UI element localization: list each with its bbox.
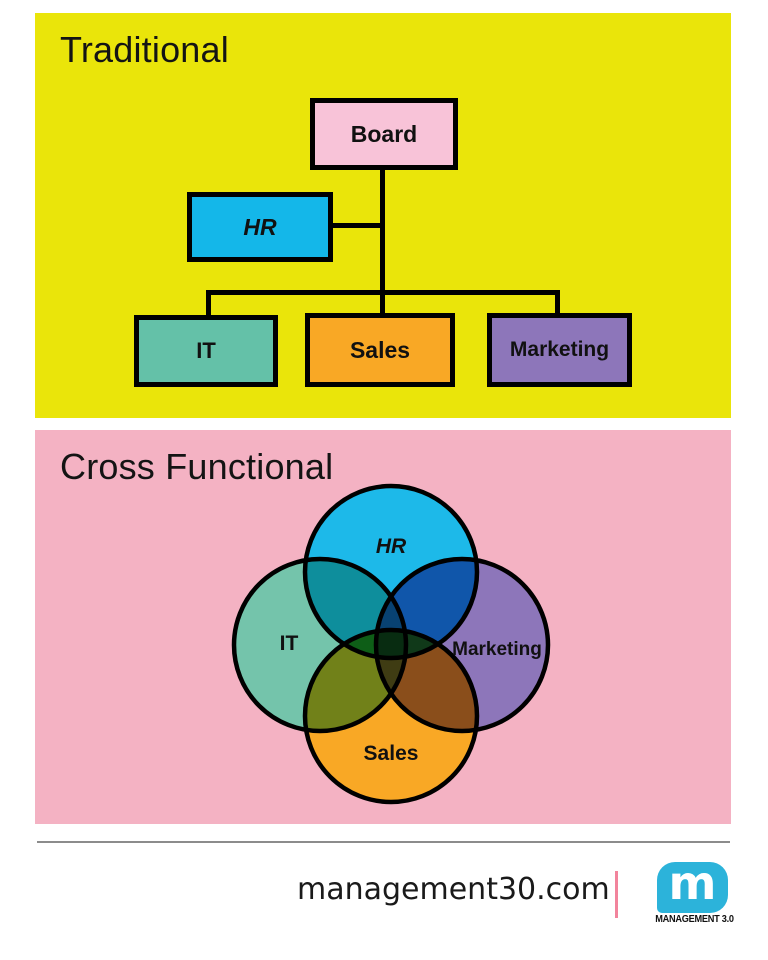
org-node-marketing-label: Marketing xyxy=(509,338,610,361)
venn-label-sales: Sales xyxy=(364,742,419,765)
hr-connector-line xyxy=(331,223,382,228)
org-node-hr: HR xyxy=(187,192,333,262)
org-node-board: Board xyxy=(310,98,458,170)
website-text: management30.com xyxy=(297,872,610,907)
org-node-it-label: IT xyxy=(196,338,216,363)
org-node-sales: Sales xyxy=(305,313,455,387)
org-node-marketing: Marketing xyxy=(487,313,632,387)
venn-circle-sales-fill xyxy=(305,630,477,802)
venn-label-marketing: Marketing xyxy=(452,639,542,660)
it-drop-line xyxy=(206,290,211,320)
logo-wordmark: MANAGEMENT 3.0 xyxy=(655,914,734,925)
traditional-title: Traditional xyxy=(60,29,229,70)
venn-label-it: IT xyxy=(280,632,299,655)
footer-vertical-divider xyxy=(615,871,618,918)
traditional-panel: Traditional Board HR IT Sales Marketing xyxy=(35,13,731,418)
children-bus-line xyxy=(206,290,560,295)
venn-circle-marketing-outline xyxy=(373,556,551,734)
org-node-sales-label: Sales xyxy=(349,336,411,363)
org-node-board-label: Board xyxy=(350,120,418,147)
board-vertical-line xyxy=(380,157,385,313)
venn-circle-it-outline xyxy=(231,556,409,734)
marketing-drop-line xyxy=(555,290,560,320)
footer-divider-rule xyxy=(37,841,730,843)
venn-circle-hr-outline xyxy=(302,483,480,661)
venn-diagram: HR IT Marketing Sales xyxy=(231,483,551,805)
management30-logo-icon: m xyxy=(657,856,728,913)
org-node-hr-label: HR xyxy=(243,213,277,240)
org-node-it: IT xyxy=(134,315,278,387)
cross-functional-title: Cross Functional xyxy=(60,446,334,487)
logo-letter-m: m xyxy=(668,856,717,910)
venn-label-hr: HR xyxy=(376,535,407,558)
cross-functional-panel: Cross Functional HR IT Marketing Sales xyxy=(35,430,731,824)
venn-circle-sales-outline xyxy=(302,627,480,805)
